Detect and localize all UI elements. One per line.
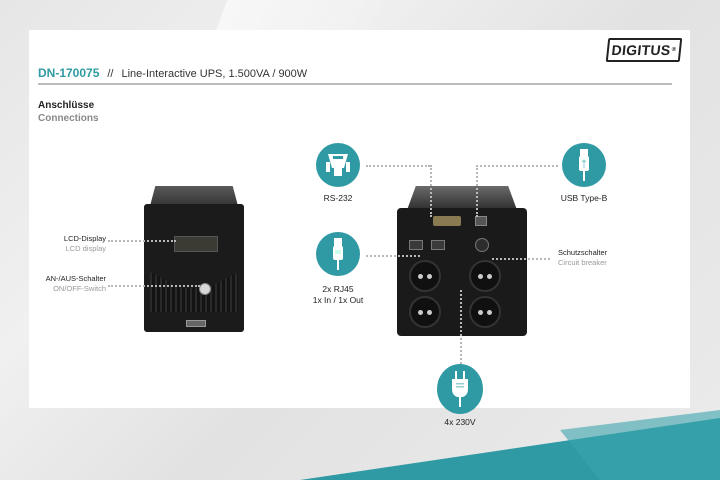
rj45-label: 2x RJ45 <box>322 284 354 294</box>
label-breaker-de: Schutzschalter <box>558 248 608 257</box>
outlet-3 <box>409 296 441 328</box>
label-lcd-display: LCD-Display LCD display <box>44 234 106 254</box>
leader-rs232-v <box>430 165 432 217</box>
product-sheet-card <box>29 30 690 408</box>
ups-rear-view <box>397 186 527 336</box>
rj45-caption: 2x RJ45 1x In / 1x Out <box>302 284 374 306</box>
lcd-display-panel <box>174 236 218 252</box>
rj45-port-in <box>409 240 423 250</box>
rs232-caption: RS-232 <box>323 193 353 203</box>
ups-rear-top <box>407 186 517 210</box>
rs232-icon-badge <box>316 143 360 187</box>
usb-icon-badge <box>562 143 606 187</box>
rj45-plug-icon <box>333 238 343 270</box>
header-divider <box>38 83 672 85</box>
section-title-en: Connections <box>38 113 99 124</box>
label-breaker-en: Circuit breaker <box>558 258 607 267</box>
outlet-1 <box>409 260 441 292</box>
usb-port <box>475 216 487 226</box>
outlet-4 <box>469 296 501 328</box>
power-icon-badge <box>437 364 483 414</box>
label-switch-de: AN-/AUS-Schalter <box>45 274 106 283</box>
label-lcd-de: LCD-Display <box>63 234 106 243</box>
label-on-off-switch: AN-/AUS-Schalter ON/OFF-Switch <box>30 274 106 294</box>
logo-text: DIGITUS <box>610 42 672 58</box>
label-circuit-breaker: Schutzschalter Circuit breaker <box>558 248 638 268</box>
serial-db9-icon <box>326 154 350 176</box>
ups-front-body <box>144 204 244 332</box>
leader-usb-v <box>476 165 478 217</box>
label-switch-en: ON/OFF-Switch <box>53 284 106 293</box>
label-lcd-en: LCD display <box>65 244 106 253</box>
rj45-sublabel: 1x In / 1x Out <box>312 295 364 305</box>
leader-usb-h <box>476 165 558 167</box>
leader-rs232-h <box>366 165 430 167</box>
product-title: Line-Interactive UPS, 1.500VA / 900W <box>121 68 308 80</box>
rs232-port <box>433 216 461 226</box>
product-code: DN-170075 <box>38 66 100 80</box>
power-button <box>199 283 211 295</box>
ups-front-view <box>144 186 244 332</box>
leader-230v <box>460 290 462 364</box>
outlet-2 <box>469 260 501 292</box>
header-separator: // <box>107 68 114 80</box>
digitus-logo: DIGITUS® <box>605 38 683 62</box>
leader-switch <box>108 285 200 287</box>
product-header: DN-170075 // Line-Interactive UPS, 1.500… <box>38 66 672 82</box>
rj45-port-out <box>431 240 445 250</box>
usb-caption: USB Type-B <box>560 193 608 203</box>
front-badge <box>186 320 206 327</box>
leader-lcd <box>108 240 176 242</box>
leader-rj45 <box>366 255 420 257</box>
logo-registered-mark: ® <box>671 47 677 53</box>
power-plug-icon <box>452 371 468 407</box>
circuit-breaker <box>475 238 489 252</box>
section-title-de: Anschlüsse <box>38 100 95 111</box>
power-caption: 4x 230V <box>444 417 476 427</box>
usb-plug-icon <box>579 149 589 181</box>
ups-front-top <box>150 186 238 206</box>
leader-circuit-breaker <box>492 258 550 260</box>
rj45-icon-badge <box>316 232 360 276</box>
